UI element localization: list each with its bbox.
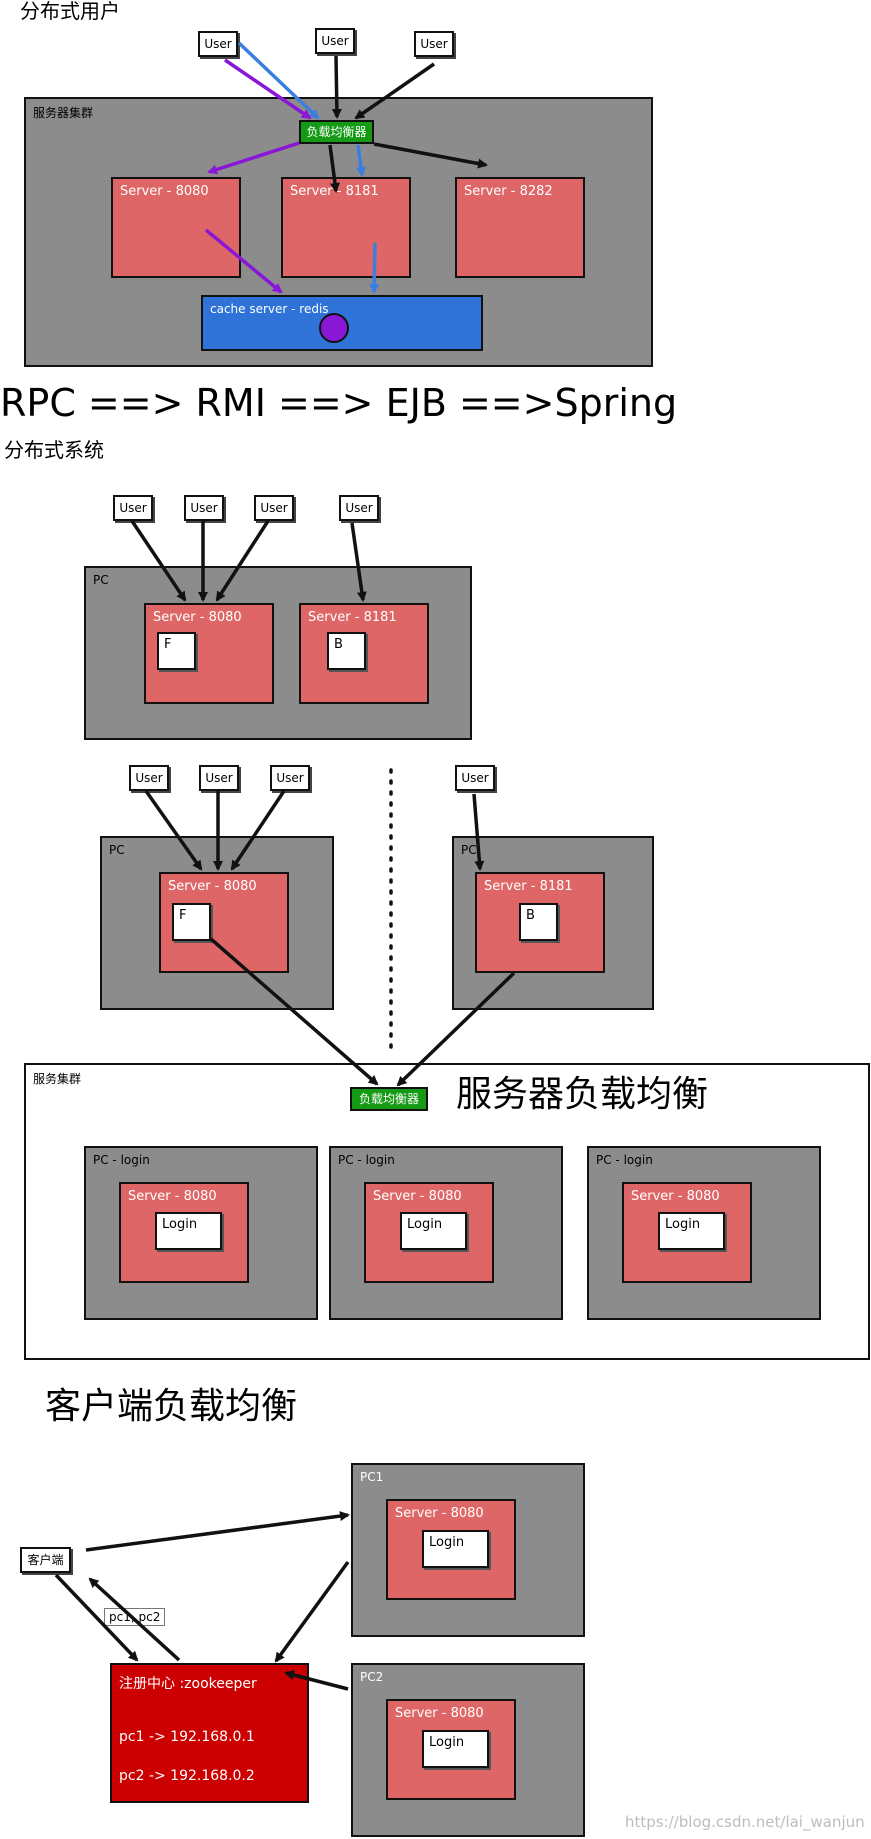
user-node: User <box>455 765 495 791</box>
server-8080: Server - 8080 <box>622 1182 752 1283</box>
server-label: Server - 8080 <box>395 1506 484 1521</box>
user-node: User <box>254 495 294 521</box>
pc-label: PC <box>109 843 125 857</box>
registry-entry: pc2 -> 192.168.0.2 <box>119 1768 255 1784</box>
pc-label: PC <box>93 573 109 587</box>
server-8282: Server - 8282 <box>455 177 585 278</box>
cache-label: cache server - redis <box>210 302 329 316</box>
server-cluster-label: 服务器集群 <box>33 106 94 120</box>
user-node: User <box>315 28 355 54</box>
server-label: Server - 8080 <box>153 610 242 625</box>
server-8080: Server - 8080 <box>364 1182 494 1283</box>
module-login: Login <box>422 1730 489 1768</box>
user-node: User <box>339 495 379 521</box>
pc-label: PC - login <box>596 1153 653 1167</box>
server-label: Server - 8080 <box>631 1189 720 1204</box>
module-f: F <box>172 903 211 941</box>
module-login: Login <box>422 1530 489 1568</box>
module-login: Login <box>155 1212 222 1250</box>
watermark: https://blog.csdn.net/lai_wanjun <box>625 1813 865 1831</box>
module-login: Login <box>400 1212 467 1250</box>
module-b: B <box>327 632 366 670</box>
module-login: Login <box>658 1212 725 1250</box>
pc-label: PC - login <box>93 1153 150 1167</box>
server-label: Server - 8282 <box>464 184 553 199</box>
section1-title: 分布式用户 <box>20 0 120 23</box>
registry-center-zookeeper: 注册中心 :zookeeper pc1 -> 192.168.0.1 pc2 -… <box>110 1663 309 1803</box>
user-node: User <box>129 765 169 791</box>
cache-server-redis: cache server - redis <box>201 295 483 351</box>
registry-title: 注册中心 :zookeeper <box>119 1676 257 1692</box>
arrow <box>85 1511 350 1552</box>
load-balancer: 负载均衡器 <box>350 1087 428 1111</box>
section2-title: 分布式系统 <box>4 438 104 462</box>
module-f: F <box>157 632 196 670</box>
server-label: Server - 8080 <box>120 184 209 199</box>
user-node: User <box>198 31 238 57</box>
client-node: 客户端 <box>20 1547 71 1573</box>
server-label: Server - 8080 <box>395 1706 484 1721</box>
server-8080: Server - 8080 <box>111 177 241 278</box>
pc-label: PC <box>461 843 477 857</box>
client-load-balancing-heading: 客户端负载均衡 <box>45 1386 298 1427</box>
server-label: Server - 8080 <box>168 879 257 894</box>
registry-entry: pc1 -> 192.168.0.1 <box>119 1729 255 1745</box>
service-cluster-label: 服务集群 <box>33 1072 82 1086</box>
user-node: User <box>414 31 454 57</box>
server-load-balancing-heading: 服务器负载均衡 <box>456 1074 709 1115</box>
server-8080: Server - 8080 <box>119 1182 249 1283</box>
pc-label: PC1 <box>360 1470 384 1484</box>
server-label: Server - 8181 <box>308 610 397 625</box>
user-node: User <box>199 765 239 791</box>
server-label: Server - 8181 <box>290 184 379 199</box>
load-balancer: 负载均衡器 <box>299 120 374 144</box>
module-b: B <box>519 903 558 941</box>
server-label: Server - 8181 <box>484 879 573 894</box>
arrow <box>274 1560 350 1663</box>
server-8181: Server - 8181 <box>281 177 411 278</box>
user-node: User <box>184 495 224 521</box>
pc-label: PC - login <box>338 1153 395 1167</box>
server-label: Server - 8080 <box>373 1189 462 1204</box>
rpc-evolution-formula: RPC ==> RMI ==> EJB ==>Spring <box>0 381 678 425</box>
user-node: User <box>270 765 310 791</box>
pc-label: PC2 <box>360 1670 384 1684</box>
server-list-tag: pc1, pc2 <box>104 1608 166 1626</box>
server-label: Server - 8080 <box>128 1189 217 1204</box>
user-node: User <box>113 495 153 521</box>
